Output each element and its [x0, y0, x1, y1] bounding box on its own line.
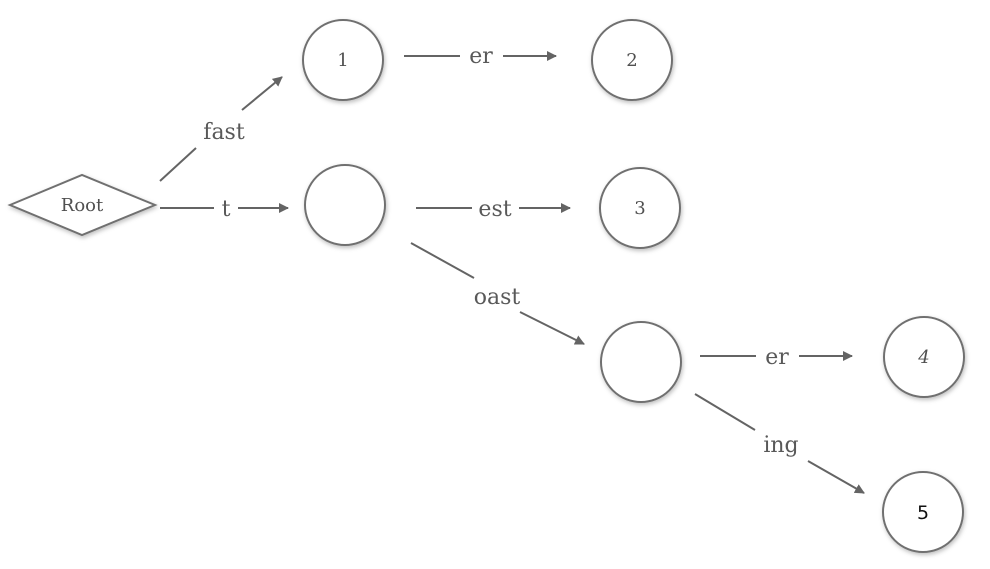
root-node-label: Root [61, 195, 104, 216]
edge-label-fast: fast [203, 120, 245, 145]
edge-line-root-to-node-1 [159, 147, 197, 182]
toast-node [600, 321, 682, 403]
node-4-circle [883, 316, 965, 398]
edge-t-node-to-toast-node: oast [410, 242, 585, 345]
node-3-circle [599, 167, 681, 249]
edge-toast-node-to-node-5: ing [694, 393, 865, 494]
edge-label-oast: oast [474, 285, 521, 310]
toast-node-circle [600, 321, 682, 403]
edge-toast-node-to-node-4: er [700, 345, 853, 370]
node-3: 3 [599, 167, 681, 249]
node-1: 1 [302, 19, 384, 101]
edge-t-node-to-node-3: est [416, 197, 571, 222]
t-node-circle [304, 164, 386, 246]
edge-line-toast-node-to-node-5 [694, 393, 756, 431]
edge-label-est: est [478, 197, 511, 222]
node-2: 2 [591, 19, 673, 101]
edge-arrow-root-to-node-1 [241, 76, 283, 111]
node-1-label: 1 [337, 50, 348, 71]
node-4: 4 [883, 316, 965, 398]
edge-root-to-t-node: t [160, 197, 289, 222]
root-node-diamond [7, 173, 158, 237]
t-node [304, 164, 386, 246]
node-2-circle [591, 19, 673, 101]
edge-arrow-toast-node-to-node-5 [807, 460, 865, 494]
node-2-label: 2 [626, 50, 637, 71]
node-4-label: 4 [917, 347, 929, 368]
root-node: Root [7, 173, 158, 237]
edge-label-ing: ing [763, 433, 798, 458]
node-5-label: 5 [917, 502, 929, 524]
node-1-circle [302, 19, 384, 101]
edge-arrow-t-node-to-toast-node [519, 311, 585, 345]
node-3-label: 3 [634, 198, 645, 219]
edge-line-t-node-to-toast-node [410, 242, 475, 279]
edge-root-to-node-1: fast [159, 76, 283, 182]
edge-label-er-2: er [765, 345, 789, 370]
node-5-circle [882, 471, 964, 553]
node-5: 5 [882, 471, 964, 553]
edge-label-er-1: er [469, 44, 493, 69]
edge-label-t: t [222, 197, 231, 222]
edge-node-1-to-node-2: er [404, 44, 557, 69]
